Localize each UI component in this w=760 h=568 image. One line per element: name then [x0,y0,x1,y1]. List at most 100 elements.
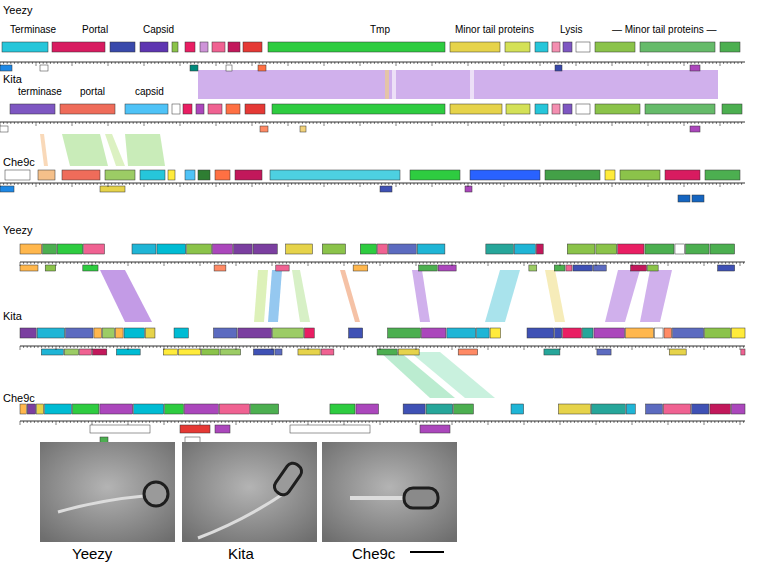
ruler-tick [705,122,706,124]
ruler-tick [399,62,400,64]
gene-box [183,104,192,114]
ruler-tick [295,183,296,185]
ruler-tick [716,122,717,124]
ruler-tick [34,421,35,423]
ruler-tick [601,62,602,64]
ruler-tick [603,421,604,423]
similarity-band [385,70,389,99]
ruler-tick [527,262,528,264]
ruler-tick [489,183,490,185]
ruler-tick [172,183,173,185]
gene-box [124,328,144,338]
ruler-tick [136,183,137,185]
ruler-tick [385,62,386,64]
gene-box [115,328,123,338]
ruler-tick [560,421,561,425]
ruler-tick [66,262,67,264]
ruler-tick [327,62,328,64]
gene-group-label: portal [80,86,105,98]
ruler-tick [273,122,274,124]
ruler-tick [280,122,281,124]
ruler-tick [326,346,327,348]
ruler-tick [529,62,530,64]
ruler-tick [565,183,566,185]
ruler-tick [446,183,447,185]
ruler-tick [226,122,227,124]
ruler-tick [169,122,170,124]
genome-tracks [0,42,745,444]
ruler-tick [151,62,152,64]
ruler-tick [162,122,163,124]
ruler-tick [174,346,175,348]
gene-box [722,104,742,114]
ruler-tick [108,62,109,66]
ruler-tick [453,183,454,185]
ruler-tick [628,262,629,264]
ruler-tick [518,183,519,185]
ruler-tick [3,122,4,124]
ruler-tick [239,346,240,348]
ruler-tick [444,421,445,423]
ruler-tick [680,183,681,185]
ruler-tick [291,62,292,64]
ruler-tick [205,62,206,64]
ruler-tick [491,421,492,423]
ruler-tick [646,262,647,264]
ruler-tick [676,122,677,124]
ruler-tick [455,262,456,264]
ruler-tick [586,122,587,124]
ruler-tick [108,122,109,126]
ruler-tick [52,346,53,348]
ruler-tick [70,262,71,264]
ruler-tick [18,122,19,124]
ruler-tick [412,346,413,348]
ruler-tick [214,346,215,348]
ruler-tick [657,421,658,423]
ruler-tick [92,346,93,350]
ruler-tick [687,122,688,124]
ruler-tick [432,183,433,187]
ruler-tick [46,62,47,64]
ruler-tick [725,421,726,423]
gene-box [646,404,663,414]
ruler-tick [237,183,238,185]
ruler-tick [572,122,573,124]
gene-box [690,126,700,132]
ruler-tick [682,421,683,423]
gene-box [273,328,304,338]
gene-box [45,404,72,414]
ruler-tick [178,421,179,423]
ruler-tick [218,346,219,348]
gene-box [214,328,237,338]
gene-box [43,244,57,254]
ruler-tick [52,421,53,423]
ruler-tick [308,346,309,350]
ruler-tick [223,122,224,124]
ruler-tick [208,122,209,124]
ruler-tick [709,122,710,124]
ruler-tick [554,183,555,185]
ruler-tick [90,62,91,64]
gene-box [545,170,600,180]
ruler-tick [563,262,564,264]
ruler-tick [532,62,533,64]
gene-box [215,425,230,433]
ruler-tick [135,421,136,423]
ruler-tick [486,62,487,64]
ruler-tick [158,122,159,124]
ruler-tick [464,183,465,185]
gene-box [535,42,548,52]
ruler-tick [426,262,427,264]
ruler-tick [538,262,539,264]
ruler-tick [66,421,67,423]
gene-box [134,404,164,414]
ruler-tick [549,421,550,423]
ruler-tick [318,421,319,423]
ruler-tick [399,183,400,185]
ruler-tick [302,62,303,64]
micrographs [40,442,457,552]
ruler-tick [237,122,238,124]
ruler-tick [604,122,605,124]
ruler-tick [3,183,4,185]
ruler-tick [711,421,712,423]
